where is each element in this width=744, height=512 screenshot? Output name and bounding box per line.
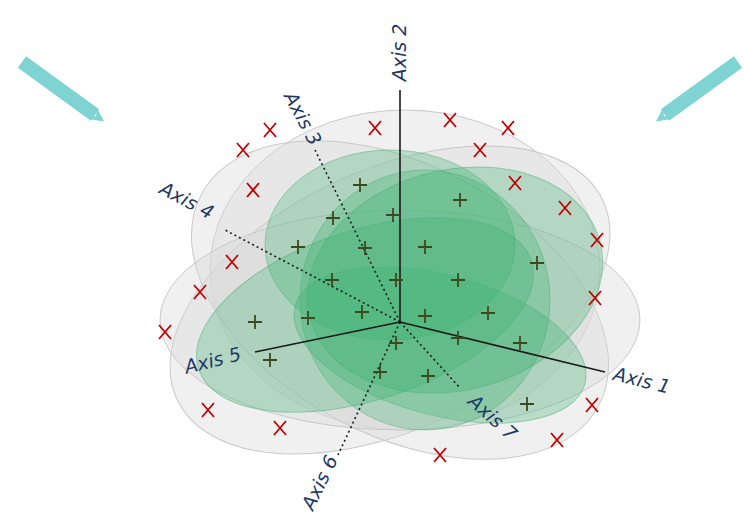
positive-point xyxy=(355,305,369,319)
negative-point xyxy=(194,285,206,299)
axis-line xyxy=(400,322,605,372)
negative-point xyxy=(247,183,259,197)
region xyxy=(138,75,662,512)
positive-point xyxy=(353,178,367,192)
region xyxy=(122,83,658,512)
positive-point xyxy=(358,241,372,255)
negative-point xyxy=(226,255,238,269)
negative-point xyxy=(474,143,486,157)
negative-point xyxy=(551,433,563,447)
negative-point xyxy=(444,113,456,127)
grey-regions xyxy=(122,75,662,512)
positive-point xyxy=(301,311,315,325)
positive-point xyxy=(453,193,467,207)
negative-point xyxy=(589,291,601,305)
negative-point xyxy=(591,233,603,247)
pointer-arrow xyxy=(22,62,95,115)
positive-point xyxy=(530,256,544,270)
points xyxy=(159,113,603,462)
axis-label: Axis 6 xyxy=(299,452,341,512)
axes xyxy=(225,90,605,455)
axis-label: Axis 2 xyxy=(391,23,410,81)
positive-point xyxy=(389,273,403,287)
axis-line xyxy=(338,322,400,455)
axis-line xyxy=(399,90,401,322)
axis-line xyxy=(255,322,400,352)
negative-point xyxy=(274,421,286,435)
negative-point xyxy=(369,121,381,135)
positive-point xyxy=(451,273,465,287)
positive-point xyxy=(418,240,432,254)
positive-point xyxy=(325,273,339,287)
negative-point xyxy=(434,448,446,462)
pointer-arrow xyxy=(665,62,738,115)
region xyxy=(277,239,603,452)
positive-point xyxy=(373,365,387,379)
positive-point xyxy=(421,369,435,383)
negative-point xyxy=(586,398,598,412)
negative-point xyxy=(509,176,521,190)
negative-point xyxy=(202,403,214,417)
positive-point xyxy=(291,240,305,254)
negative-point xyxy=(264,123,276,137)
positive-point xyxy=(263,353,277,367)
negative-point xyxy=(502,121,514,135)
axis-line xyxy=(225,230,400,322)
positive-point xyxy=(481,306,495,320)
axis-label: Axis 1 xyxy=(612,364,672,396)
positive-point xyxy=(451,331,465,345)
negative-point xyxy=(559,201,571,215)
negative-point xyxy=(159,325,171,339)
positive-point xyxy=(418,309,432,323)
negative-point xyxy=(237,143,249,157)
positive-point xyxy=(326,211,340,225)
positive-point xyxy=(520,397,534,411)
axis-line xyxy=(315,150,400,322)
pointer-arrows xyxy=(22,62,738,115)
axis-line xyxy=(400,322,460,388)
positive-point xyxy=(513,336,527,350)
positive-point xyxy=(389,336,403,350)
positive-point xyxy=(386,208,400,222)
axis-label: Axis 3 xyxy=(281,88,325,148)
positive-point xyxy=(248,315,262,329)
